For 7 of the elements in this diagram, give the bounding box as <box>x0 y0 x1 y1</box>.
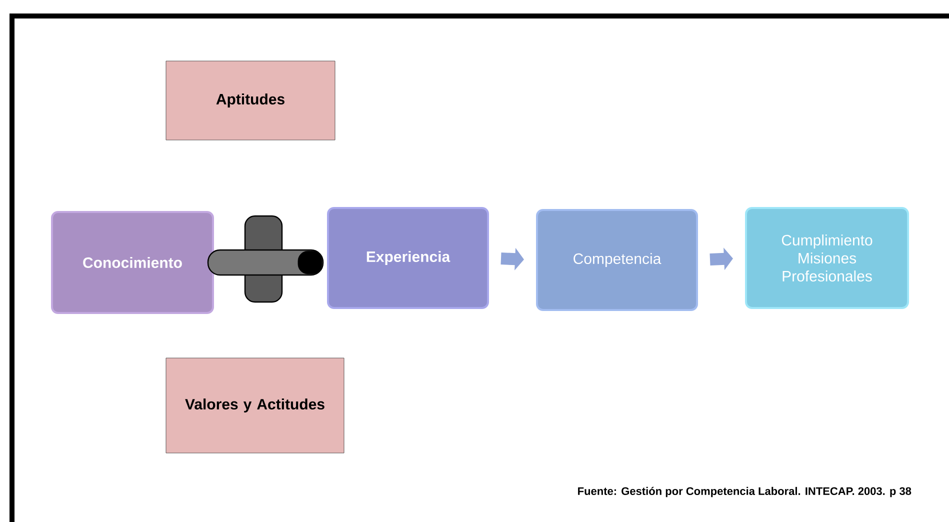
process-box: Competencia <box>536 209 698 311</box>
term-box: Valores y Actitudes <box>166 358 344 454</box>
process-box: Experiencia <box>327 207 489 309</box>
source-caption: Fuente: Gestión por Competencia Laboral. INTECAP. 2003. p 38 <box>578 486 912 498</box>
process-box: Cumplimiento Misiones Profesionales <box>745 207 910 309</box>
term-box: Aptitudes <box>166 60 336 140</box>
process-box: Conocimiento <box>51 211 214 314</box>
